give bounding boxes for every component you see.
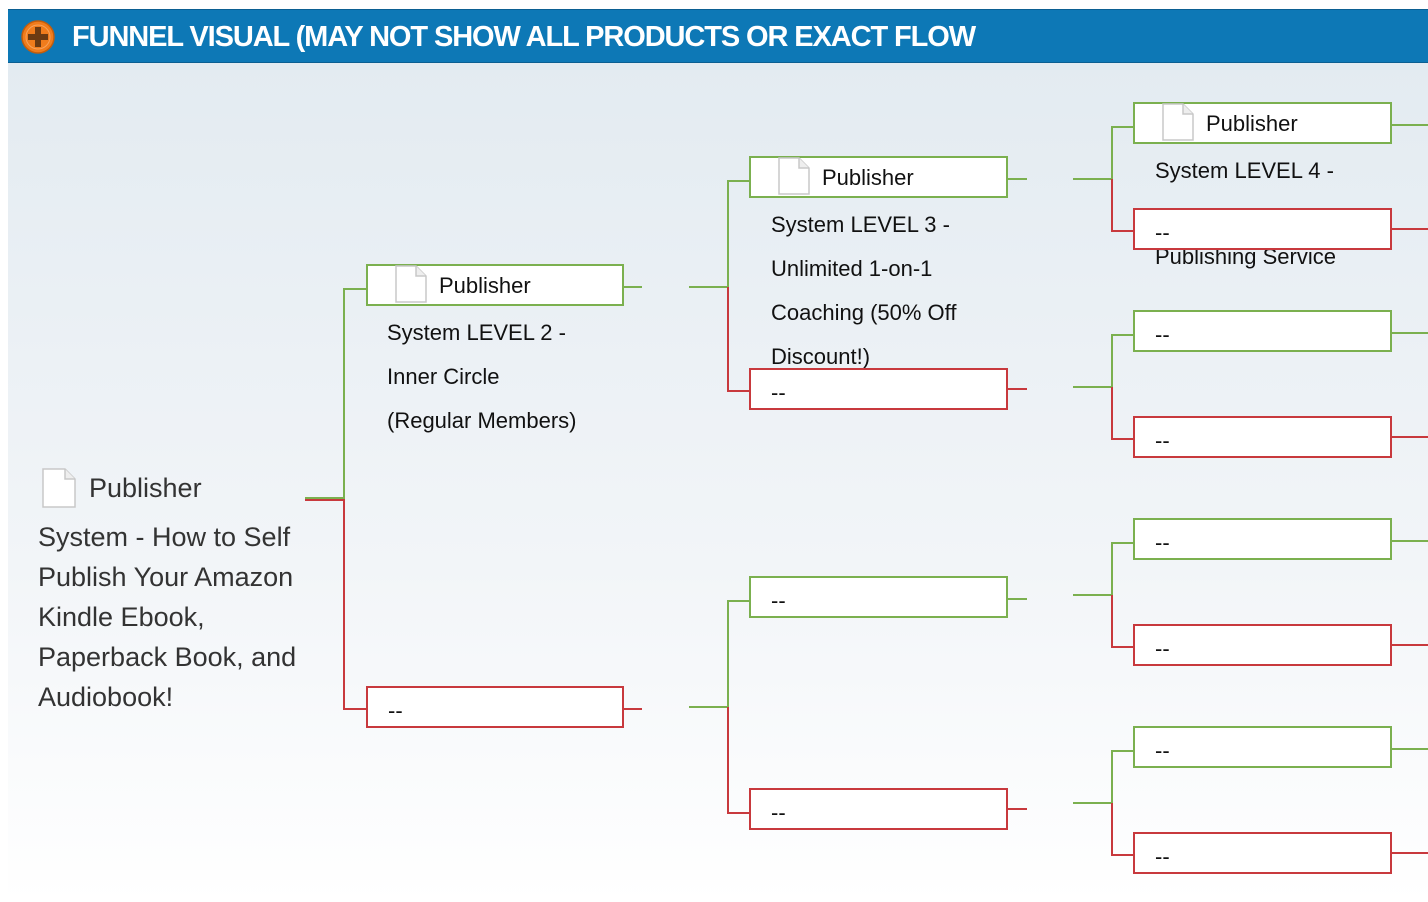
node-label: -- [1155,220,1170,245]
funnel-node-level3-d[interactable]: -- [749,788,1008,830]
connector-l2yes-no [727,287,751,392]
funnel-node-level4-3[interactable]: -- [1133,310,1392,352]
desc-line: Discount!) [771,344,871,369]
funnel-node-level4-6[interactable]: -- [1133,624,1392,666]
root-node-description: System - How to Self Publish Your Amazon… [38,522,297,712]
node-label: -- [771,588,786,613]
funnel-node-level4-8[interactable]: -- [1133,832,1392,874]
desc-line: Unlimited 1-on-1 [771,256,933,281]
funnel-node-level3-b[interactable]: -- [749,368,1008,410]
node-label: -- [1155,322,1170,347]
funnel-node-level3[interactable]: Publisher [749,156,1008,198]
funnel-canvas: Publisher System - How to Self Publish Y… [8,63,1428,902]
funnel-node-level4[interactable]: Publisher [1133,102,1392,144]
connector-root-no [305,499,368,710]
node-title: Publisher [822,165,914,190]
node-label: -- [388,698,403,723]
funnel-node-level4-7[interactable]: -- [1133,726,1392,768]
document-icon [778,157,810,195]
connector-l2no-no [727,707,751,814]
connector-l2no-yes [727,600,751,707]
funnel-node-level4-5[interactable]: -- [1133,518,1392,560]
funnel-node-level3-c[interactable]: -- [749,576,1008,618]
funnel-node-level4-4[interactable]: -- [1133,416,1392,458]
desc-line: Inner Circle [387,364,500,389]
node-label: -- [771,380,786,405]
funnel-visual-header: FUNNEL VISUAL (MAY NOT SHOW ALL PRODUCTS… [8,9,1428,63]
desc-line: System LEVEL 3 - [771,212,950,237]
node-label: -- [1155,844,1170,869]
node-label: -- [1155,428,1170,453]
document-icon [1162,103,1194,141]
desc-line: System LEVEL 2 - [387,320,566,345]
node-label: -- [1155,636,1170,661]
desc-line: System LEVEL 4 - [1155,158,1334,183]
node-label: -- [1155,530,1170,555]
level2-description: System LEVEL 2 - Inner Circle (Regular M… [387,311,577,443]
node-title: Publisher [439,273,531,298]
expand-plus-icon[interactable] [21,20,55,54]
root-node-title[interactable]: Publisher [89,473,202,503]
funnel-node-level2[interactable]: Publisher [366,264,624,306]
desc-line: (Regular Members) [387,408,577,433]
level3-description: System LEVEL 3 - Unlimited 1-on-1 Coachi… [771,203,956,379]
node-title: Publisher [1206,111,1298,136]
connector-l2yes-yes [727,180,751,287]
connector-root-yes [305,288,368,499]
desc-line: Coaching (50% Off [771,300,957,325]
node-label: -- [771,800,786,825]
document-icon [42,468,76,508]
funnel-node-level2-no[interactable]: -- [366,686,624,728]
document-icon [395,265,427,303]
funnel-node-level4-2[interactable]: -- [1133,208,1392,250]
funnel-connectors [305,124,1428,856]
node-label: -- [1155,738,1170,763]
header-title: FUNNEL VISUAL (MAY NOT SHOW ALL PRODUCTS… [72,21,976,53]
